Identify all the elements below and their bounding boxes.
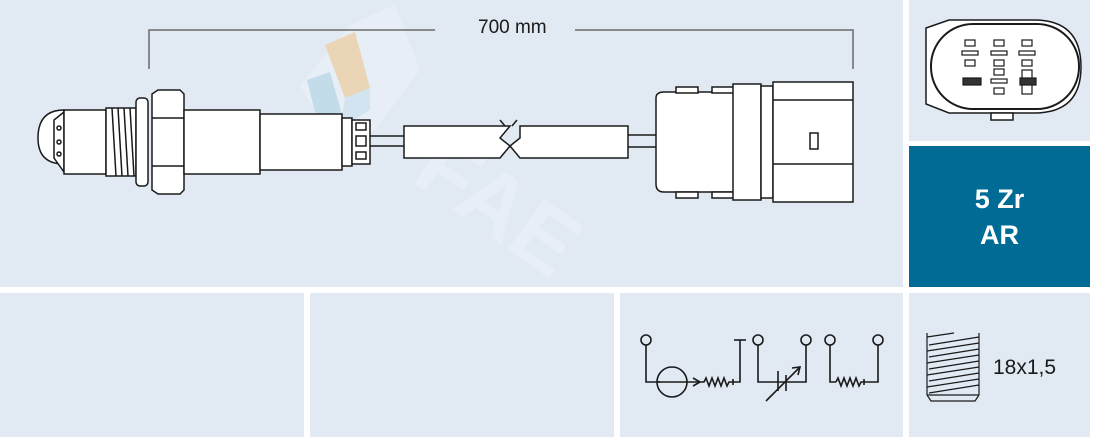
sensor-drawing-panel: FAE: [0, 0, 903, 287]
spec-sensor-type: AR: [980, 219, 1019, 250]
connector-face-panel: [909, 0, 1090, 141]
dimension-line: [148, 29, 854, 69]
spec-element-type: 5 Zr: [974, 183, 1025, 214]
connector-plug: [655, 81, 854, 203]
thread-spec-panel: [909, 293, 1090, 437]
empty-info-panel-2: [310, 293, 614, 437]
thread-size-label: 18x1,5: [993, 356, 1057, 379]
empty-info-panel-1: [0, 293, 304, 437]
sensor-spec-badge: 5 Zr AR: [909, 146, 1090, 287]
wiring-schematic-icon: [640, 334, 884, 402]
sensor-illustration: FAE: [37, 29, 854, 203]
connector-pins: [961, 39, 1037, 95]
cable-length-label: 700 mm: [470, 17, 555, 39]
connector-pinout-icon: [925, 19, 1082, 121]
sensor-probe: [37, 89, 371, 195]
thread-icon: [926, 332, 980, 402]
sensor-cable: [370, 119, 656, 159]
circuit-diagram-panel: [620, 293, 903, 437]
